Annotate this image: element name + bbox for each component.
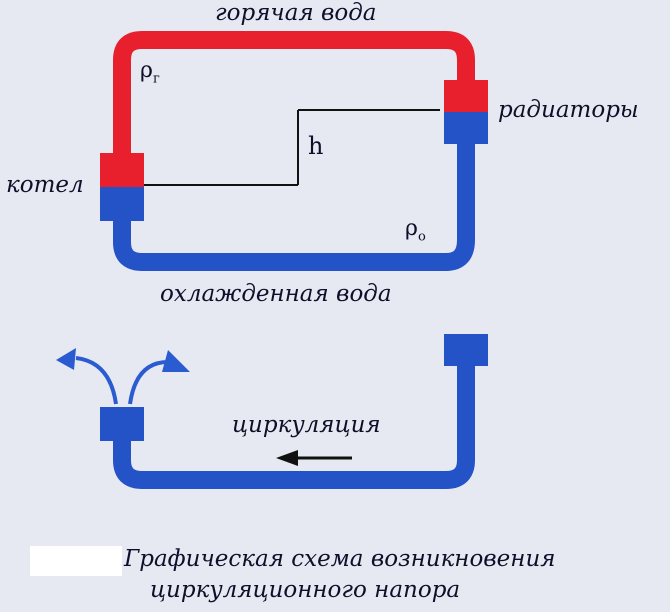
cooled-water-pipe xyxy=(113,118,475,271)
caption-line-2: циркуляционного напора xyxy=(150,577,461,603)
height-symbol: h xyxy=(308,132,324,160)
boiler-hot-part xyxy=(100,153,144,187)
hot-water-pipe xyxy=(113,31,475,158)
radiator-cold-part xyxy=(444,112,488,144)
right-arrowhead xyxy=(162,350,190,372)
boiler-cold-part xyxy=(100,187,144,221)
rho-cold-subscript: о xyxy=(417,229,426,245)
rho-hot-subscript: г xyxy=(152,71,160,87)
return-pipe xyxy=(113,355,475,489)
boiler-block-bottom xyxy=(100,407,144,441)
cooled-water-label: охлажденная вода xyxy=(160,281,392,307)
caption-line-1: Графическая схема возникновения xyxy=(124,546,556,572)
rho-cold-symbol: ρо xyxy=(405,216,426,244)
right-curved-arrow xyxy=(128,360,169,405)
circulation-arrowhead xyxy=(276,450,298,466)
radiators-label: радиаторы xyxy=(498,97,639,123)
circulation-label: циркуляция xyxy=(232,412,381,438)
rho-hot-letter: ρ xyxy=(140,58,153,83)
boiler-label: котел xyxy=(6,172,84,198)
left-curved-arrow xyxy=(75,356,118,405)
paper-patch xyxy=(30,546,122,576)
radiator-hot-part xyxy=(444,80,488,112)
hot-water-label: горячая вода xyxy=(215,0,377,26)
rho-cold-letter: ρ xyxy=(405,216,418,241)
rho-hot-symbol: ρг xyxy=(140,58,160,86)
radiator-block-bottom xyxy=(444,334,488,366)
left-arrowhead xyxy=(56,348,76,370)
